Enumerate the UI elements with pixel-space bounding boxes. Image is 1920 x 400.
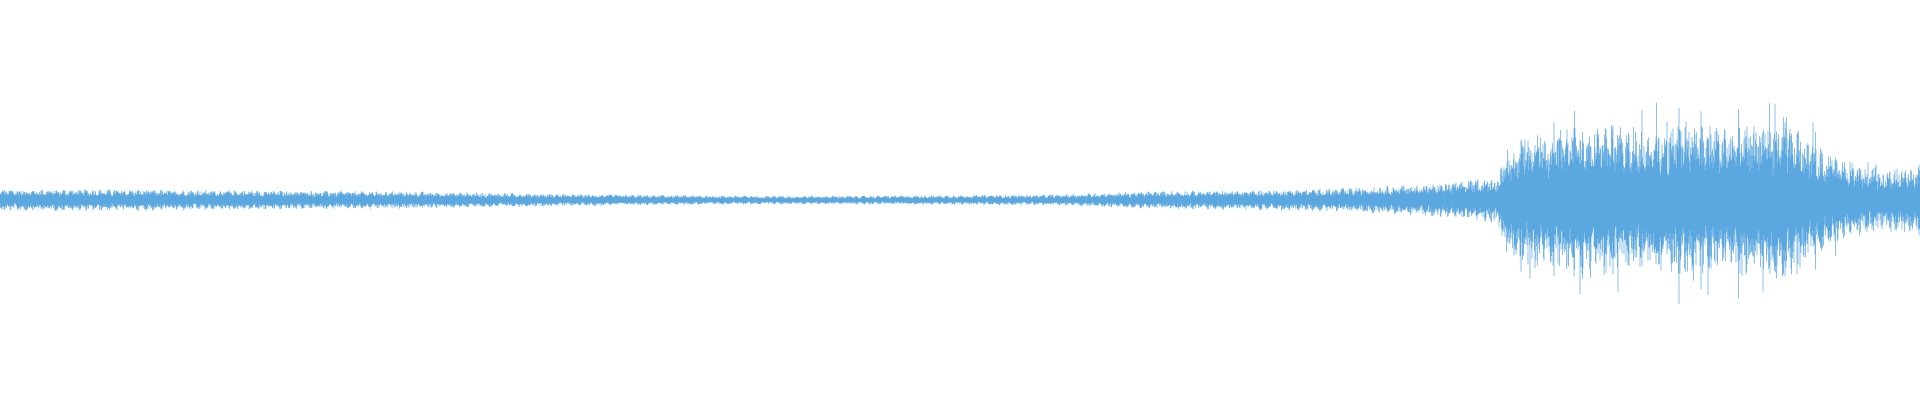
waveform-path — [0, 102, 1920, 304]
